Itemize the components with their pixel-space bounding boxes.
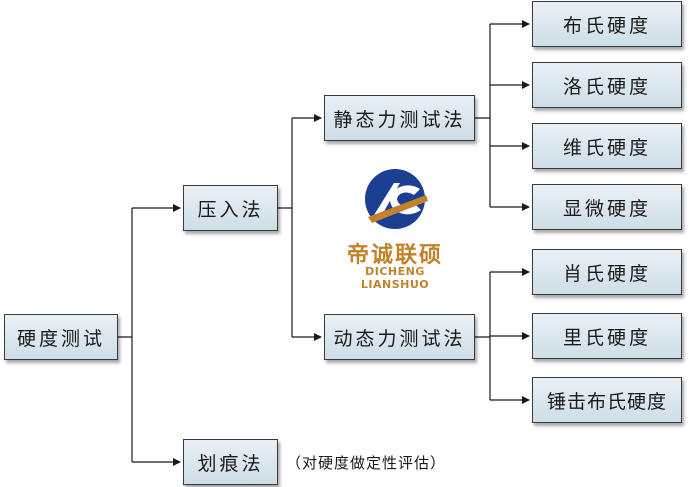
node-brinell-hardness: 布氏硬度 [532, 1, 682, 47]
logo-chinese-name: 帝诚联硕 [346, 243, 443, 268]
node-hammer-brinell-hardness: 锤击布氏硬度 [532, 377, 682, 423]
node-dynamic-force-method: 动态力测试法 [324, 314, 475, 360]
node-indentation-method: 压入法 [183, 185, 278, 231]
scratch-method-note: （对硬度做定性评估） [286, 454, 447, 472]
connector-indentation-trunk [278, 118, 293, 337]
connector-root-trunk [118, 208, 133, 462]
node-rockwell-hardness: 洛氏硬度 [532, 62, 682, 108]
node-hardness-test: 硬度测试 [4, 314, 118, 360]
company-logo: 帝诚联硕 DICHENG LIANSHUO [330, 165, 460, 291]
logo-emblem-icon [365, 169, 428, 229]
connector-dynamic-trunk [475, 272, 491, 400]
node-vickers-hardness: 维氏硬度 [532, 123, 682, 169]
node-static-force-method: 静态力测试法 [324, 95, 475, 141]
logo-english-name: DICHENG LIANSHUO [360, 265, 430, 291]
node-scratch-method: 划痕法 [183, 439, 278, 485]
node-leeb-hardness: 里氏硬度 [532, 313, 682, 359]
connector-static-trunk [475, 24, 491, 207]
node-microhardness: 显微硬度 [532, 184, 682, 230]
node-shore-hardness: 肖氏硬度 [532, 249, 682, 295]
